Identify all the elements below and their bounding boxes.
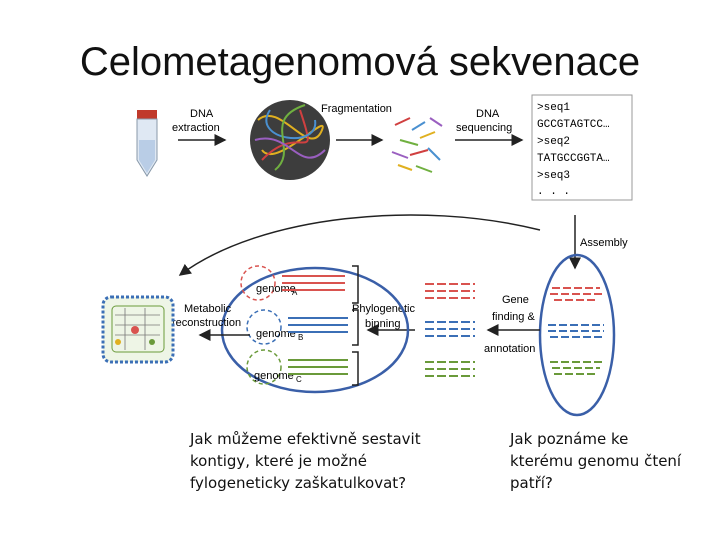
annotated-genes-blue <box>425 321 475 337</box>
label-annotation: annotation <box>484 343 535 355</box>
read-line: >seq2 <box>537 136 570 148</box>
genome-c-label: genome <box>254 370 294 382</box>
label-gene: Gene <box>502 294 529 306</box>
genome-c: genome C <box>246 349 359 386</box>
read-line: >seq1 <box>537 102 570 114</box>
caption-left: Jak můžeme efektivně sestavit kontigy, k… <box>190 430 421 492</box>
label-phylogenetic: Phylogenetic <box>352 303 415 315</box>
sample-tube-icon <box>136 110 158 177</box>
label-metabolic: Metabolic <box>184 303 232 315</box>
genome-b: genome B <box>246 309 359 346</box>
genome-a-label: genome <box>256 283 296 295</box>
genome-b-label: genome <box>256 328 296 340</box>
genome-a: genome A <box>240 265 359 304</box>
caption-right: Jak poznáme ke kterému genomu čtení patř… <box>510 430 682 492</box>
label-finding: finding & <box>492 311 535 323</box>
contigs-highlight <box>538 253 616 417</box>
dna-fragments-icon <box>391 117 443 173</box>
annotated-genes-red <box>425 283 475 299</box>
reads-list: >seq1 GCCGTAGTCC… >seq2 TATGCCGGTA… >seq… <box>537 102 610 198</box>
contigs-red <box>550 287 602 301</box>
genome-a-sub: A <box>292 288 298 297</box>
slide-title: Celometagenomová sekvenace <box>79 40 641 84</box>
label-dna: DNA <box>190 108 214 120</box>
genomic-dna-tangle-icon <box>250 100 330 180</box>
read-line: >seq3 <box>537 170 570 182</box>
contigs-green <box>550 361 602 375</box>
contigs-blue <box>548 324 604 338</box>
arrow-feedback <box>178 214 541 276</box>
label-binning: binning <box>365 318 400 330</box>
label-reconstruction: reconstruction <box>172 317 241 329</box>
label-extraction: extraction <box>172 122 220 134</box>
read-line: GCCGTAGTCC… <box>537 119 610 131</box>
binning-highlight <box>220 266 410 394</box>
annotated-genes-green <box>425 361 475 377</box>
label-dna-2: DNA <box>476 108 500 120</box>
label-sequencing: sequencing <box>456 122 512 134</box>
read-line: TATGCCGGTA… <box>537 153 610 165</box>
metabolic-cell-map-icon <box>101 295 175 364</box>
genome-b-sub: B <box>298 333 303 342</box>
read-line: . . . <box>537 186 570 198</box>
label-assembly: Assembly <box>580 237 628 249</box>
genome-c-sub: C <box>296 375 302 384</box>
reads-box <box>531 94 633 201</box>
label-fragmentation: Fragmentation <box>321 103 392 115</box>
